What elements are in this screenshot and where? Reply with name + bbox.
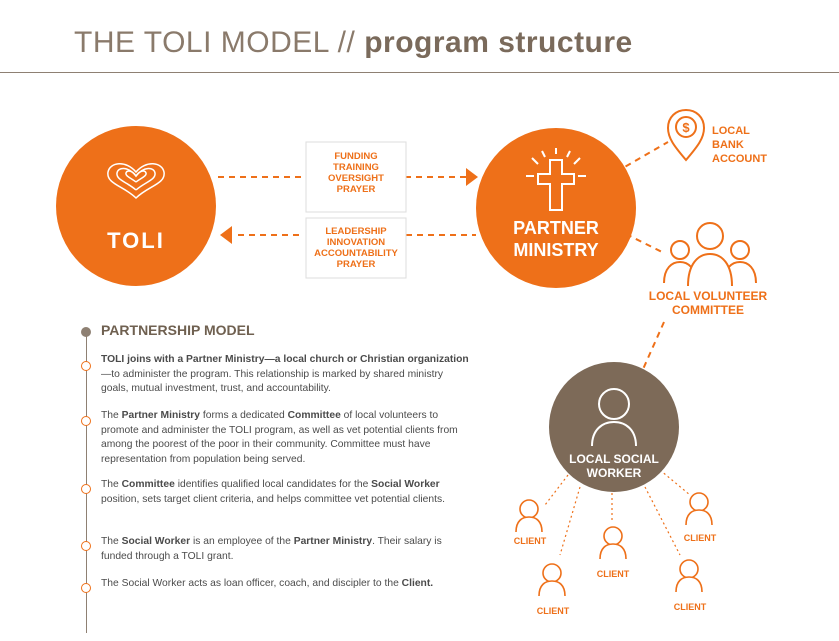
bank-label-line2: BANK bbox=[712, 139, 744, 151]
connector-partner-to-committee bbox=[625, 233, 663, 253]
paragraph-4: The Social Worker is an employee of the … bbox=[101, 535, 469, 564]
paragraph-3-segment: Social Worker bbox=[371, 479, 440, 490]
connector-sw-client-1 bbox=[544, 474, 569, 506]
paragraph-3-segment: The bbox=[101, 479, 122, 490]
client-4 bbox=[675, 559, 703, 593]
fingerprint-heart-icon bbox=[107, 163, 165, 200]
bullet-3 bbox=[81, 484, 91, 494]
bank-label-line3: ACCOUNT bbox=[712, 153, 767, 165]
committee-label-line2: COMMITTEE bbox=[672, 303, 744, 317]
flow-to-partner-item-4: PRAYER bbox=[337, 184, 376, 195]
toli-node bbox=[56, 126, 216, 286]
paragraph-4-segment: is an employee of the bbox=[190, 536, 294, 547]
client-1-label: CLIENT bbox=[514, 536, 547, 546]
flow-to-toli-item-4: PRAYER bbox=[337, 259, 376, 270]
cross-icon bbox=[526, 148, 586, 211]
flow-to-partner-item-2: TRAINING bbox=[333, 162, 379, 173]
connector-sw-client-5 bbox=[659, 469, 691, 496]
partner-ministry-label-line2: MINISTRY bbox=[513, 240, 598, 260]
paragraph-2-segment: Committee bbox=[287, 410, 341, 421]
paragraph-3: The Committee identifies qualified local… bbox=[101, 478, 469, 507]
svg-text:$: $ bbox=[682, 120, 690, 135]
connector-sw-client-4 bbox=[644, 486, 681, 556]
paragraph-2-segment: of local volunteers to promote and admin… bbox=[101, 410, 458, 465]
connector-sw-client-2 bbox=[559, 486, 581, 556]
paragraph-1-segment: —to administer the program. This relatio… bbox=[101, 368, 444, 395]
paragraph-4-segment: . Their salary is funded through a TOLI … bbox=[101, 536, 442, 562]
paragraph-5-segment: Client. bbox=[401, 578, 434, 589]
client-3 bbox=[599, 526, 627, 560]
flow-to-toli-item-2: INNOVATION bbox=[327, 237, 385, 248]
paragraph-1: TOLI joins with a Partner Ministry—a loc… bbox=[101, 353, 469, 397]
bullet-1 bbox=[81, 361, 91, 371]
client-5 bbox=[685, 492, 713, 526]
flow-to-toli-item-1: LEADERSHIP bbox=[325, 226, 387, 237]
social-worker-person-icon bbox=[591, 388, 637, 447]
paragraph-5-segment: The Social Worker acts as loan officer, … bbox=[101, 578, 402, 589]
committee-people-icon bbox=[663, 222, 757, 287]
paragraph-3-segment: identifies qualified local candidates fo… bbox=[174, 479, 372, 490]
partnership-heading: PARTNERSHIP MODEL bbox=[101, 322, 255, 338]
client-3-label: CLIENT bbox=[597, 569, 630, 579]
page-title: THE TOLI MODEL // program structure bbox=[74, 26, 633, 59]
client-2 bbox=[538, 563, 566, 597]
flow-to-partner-item-1: FUNDING bbox=[334, 151, 377, 162]
paragraph-5: The Social Worker acts as loan officer, … bbox=[101, 577, 469, 592]
social-worker-label-line1: LOCAL SOCIAL bbox=[569, 452, 659, 466]
partner-ministry-node bbox=[476, 128, 636, 288]
paragraph-2-segment: forms a dedicated bbox=[200, 410, 288, 421]
paragraph-3-segment: Committee bbox=[121, 479, 175, 490]
client-5-label: CLIENT bbox=[684, 533, 717, 543]
arrowhead-left bbox=[220, 226, 232, 244]
bullet-2 bbox=[81, 416, 91, 426]
heading-bullet bbox=[81, 327, 91, 337]
paragraph-2: The Partner Ministry forms a dedicated C… bbox=[101, 409, 469, 467]
flow-to-partner-item-3: OVERSIGHT bbox=[328, 173, 384, 184]
bullet-4 bbox=[81, 541, 91, 551]
title-divider bbox=[0, 72, 839, 73]
paragraph-2-segment: Partner Ministry bbox=[121, 410, 201, 421]
connector-committee-to-social-worker bbox=[639, 321, 665, 377]
bullet-5 bbox=[81, 583, 91, 593]
social-worker-node bbox=[549, 362, 679, 492]
arrowhead-right bbox=[466, 168, 478, 186]
client-1 bbox=[515, 499, 543, 533]
paragraph-4-segment: Social Worker bbox=[121, 536, 191, 547]
toli-label: TOLI bbox=[107, 228, 165, 253]
paragraph-2-segment: The bbox=[101, 410, 122, 421]
client-2-label: CLIENT bbox=[537, 606, 570, 616]
flow-box-to-toli bbox=[305, 217, 407, 279]
committee-label-line1: LOCAL VOLUNTEER bbox=[649, 289, 768, 303]
paragraph-4-segment: Partner Ministry bbox=[293, 536, 373, 547]
bank-label-line1: LOCAL bbox=[712, 125, 750, 137]
flow-to-toli-item-3: ACCOUNTABILITY bbox=[314, 248, 398, 259]
bank-pin-icon: $ bbox=[666, 108, 706, 162]
paragraph-4-segment: The bbox=[101, 536, 122, 547]
partner-ministry-label-line1: PARTNER bbox=[513, 218, 599, 238]
sidebar-timeline bbox=[86, 333, 87, 633]
paragraph-1-segment: TOLI joins with a Partner Ministry—a loc… bbox=[101, 354, 469, 365]
social-worker-label-line2: WORKER bbox=[587, 466, 642, 480]
flow-box-to-partner bbox=[305, 141, 407, 213]
paragraph-3-segment: position, sets target client criteria, a… bbox=[101, 493, 445, 505]
client-4-label: CLIENT bbox=[674, 602, 707, 612]
